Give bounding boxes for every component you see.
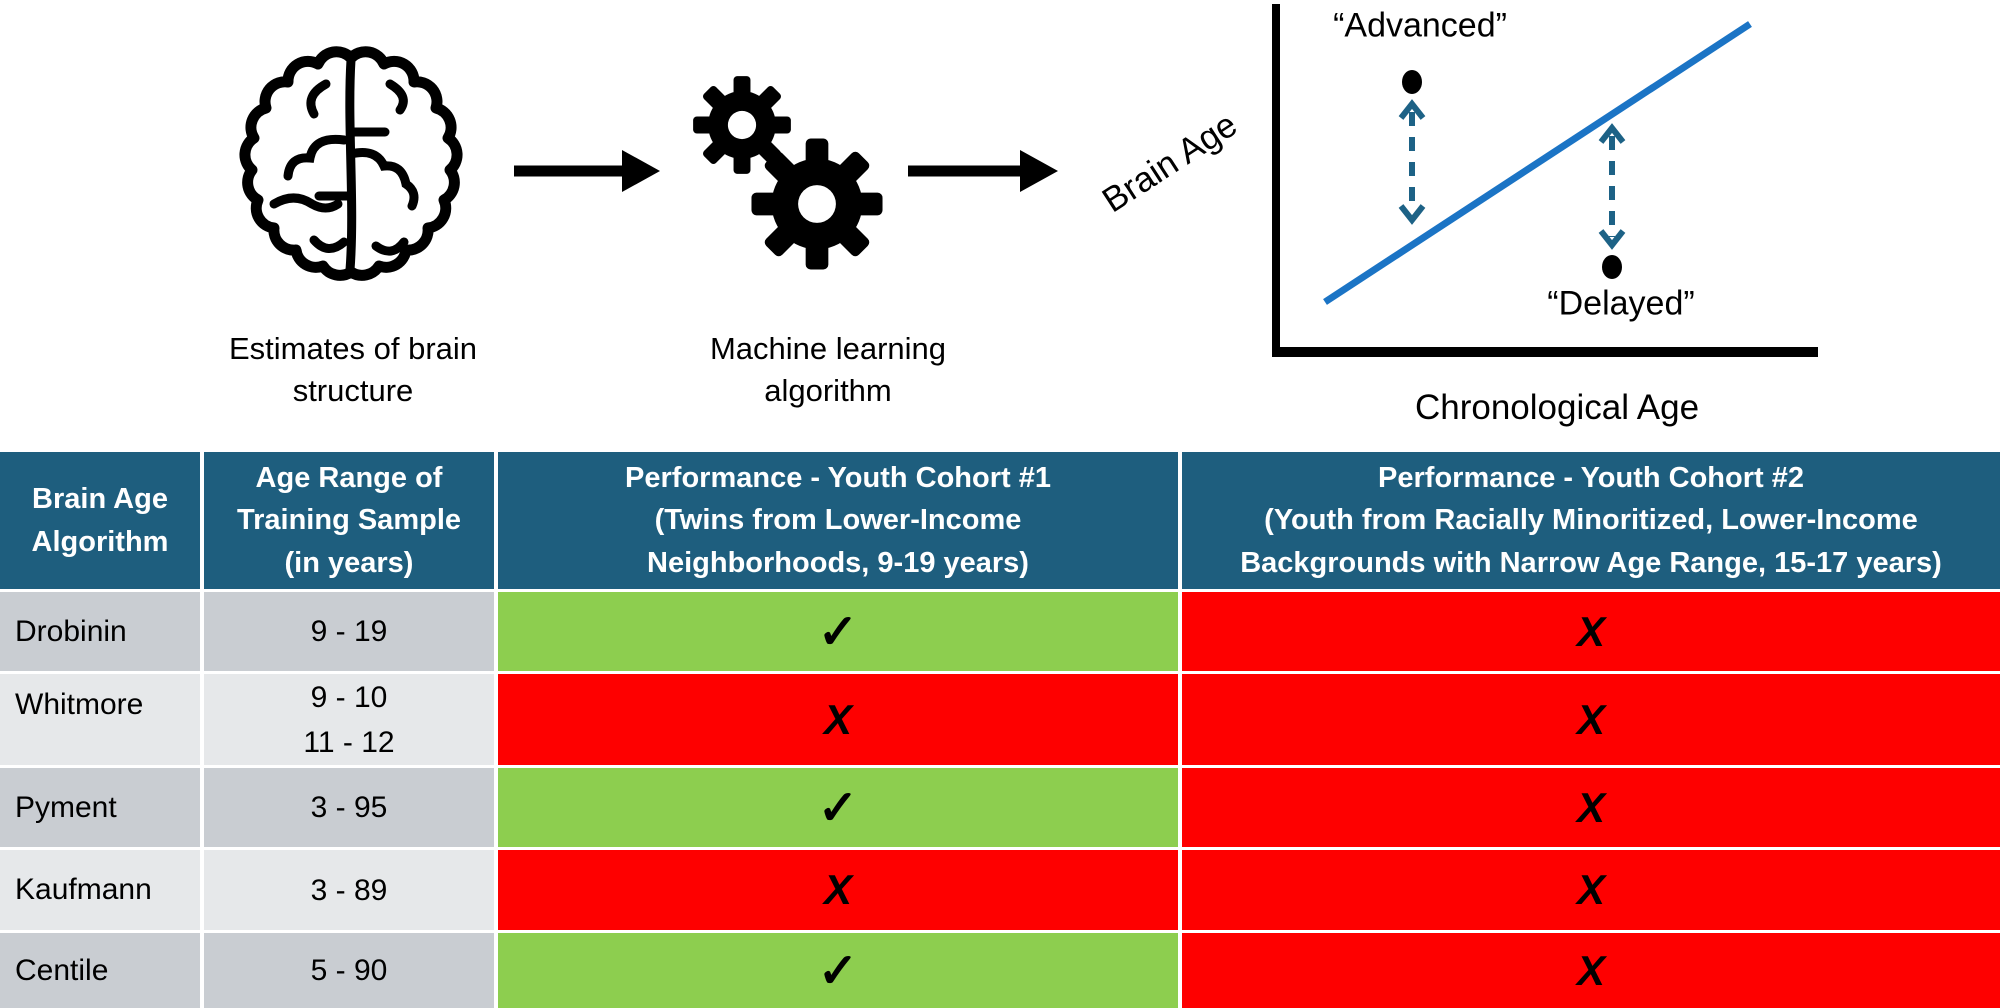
ml-step-label: Machine learning algorithm [709, 331, 947, 409]
result-mark: X [1576, 866, 1605, 913]
cohort1-result: ✓ [498, 592, 1178, 671]
cohort1-result: ✓ [498, 768, 1178, 847]
age-range: 9 - 19 [204, 592, 494, 671]
header-cohort2: Performance - Youth Cohort #2 (Youth fro… [1182, 452, 2000, 589]
cohort1-result: X [498, 674, 1178, 765]
result-mark: X [823, 866, 852, 913]
header-algorithm: Brain Age Algorithm [0, 452, 200, 589]
algorithm-name: Drobinin [0, 592, 200, 671]
cohort2-result: X [1182, 933, 2000, 1008]
gears-icon [693, 76, 883, 270]
cohort2-result: X [1182, 768, 2000, 847]
brain-age-plot [1272, 4, 1818, 357]
brain-step-label: Estimates of brain structure [228, 331, 478, 409]
right-arrow-icon [908, 150, 1058, 192]
cohort2-result: X [1182, 850, 2000, 930]
cohort1-result: X [498, 850, 1178, 930]
header-cohort1: Performance - Youth Cohort #1 (Twins fro… [498, 452, 1178, 589]
result-mark: ✓ [817, 605, 859, 659]
delayed-point [1602, 255, 1622, 279]
cohort1-result: ✓ [498, 933, 1178, 1008]
advanced-deviation-arrow [1398, 99, 1426, 225]
plot-x-axis-label: Chronological Age [1414, 388, 1700, 427]
algorithm-name: Pyment [0, 768, 200, 847]
right-arrow-icon [514, 150, 660, 192]
advanced-annotation: “Advanced” [1333, 6, 1507, 45]
delayed-annotation: “Delayed” [1547, 284, 1695, 323]
plot-y-axis-label: Brain Age [1095, 104, 1244, 221]
algorithm-name: Kaufmann [0, 850, 200, 930]
results-table: Brain Age Algorithm Age Range of Trainin… [0, 452, 2000, 1008]
age-range: 5 - 90 [204, 933, 494, 1008]
brain-outline-icon [239, 46, 463, 281]
cohort2-result: X [1182, 592, 2000, 671]
age-range: 3 - 95 [204, 768, 494, 847]
result-mark: X [1576, 946, 1605, 994]
algorithm-name: Centile [0, 933, 200, 1008]
result-mark: X [823, 695, 852, 743]
result-mark: X [1576, 783, 1605, 831]
age-range: 3 - 89 [204, 850, 494, 930]
result-mark: ✓ [817, 781, 859, 835]
header-age-range: Age Range of Training Sample (in years) [204, 452, 494, 589]
cohort2-result: X [1182, 674, 2000, 765]
identity-line [1323, 21, 1752, 305]
result-mark: X [1576, 695, 1605, 743]
result-mark: ✓ [817, 944, 859, 998]
delayed-deviation-arrow [1598, 123, 1626, 250]
result-mark: X [1576, 607, 1605, 655]
age-range: 9 - 10 11 - 12 [204, 674, 494, 765]
algorithm-name: Whitmore [0, 674, 200, 765]
advanced-point [1402, 70, 1422, 94]
